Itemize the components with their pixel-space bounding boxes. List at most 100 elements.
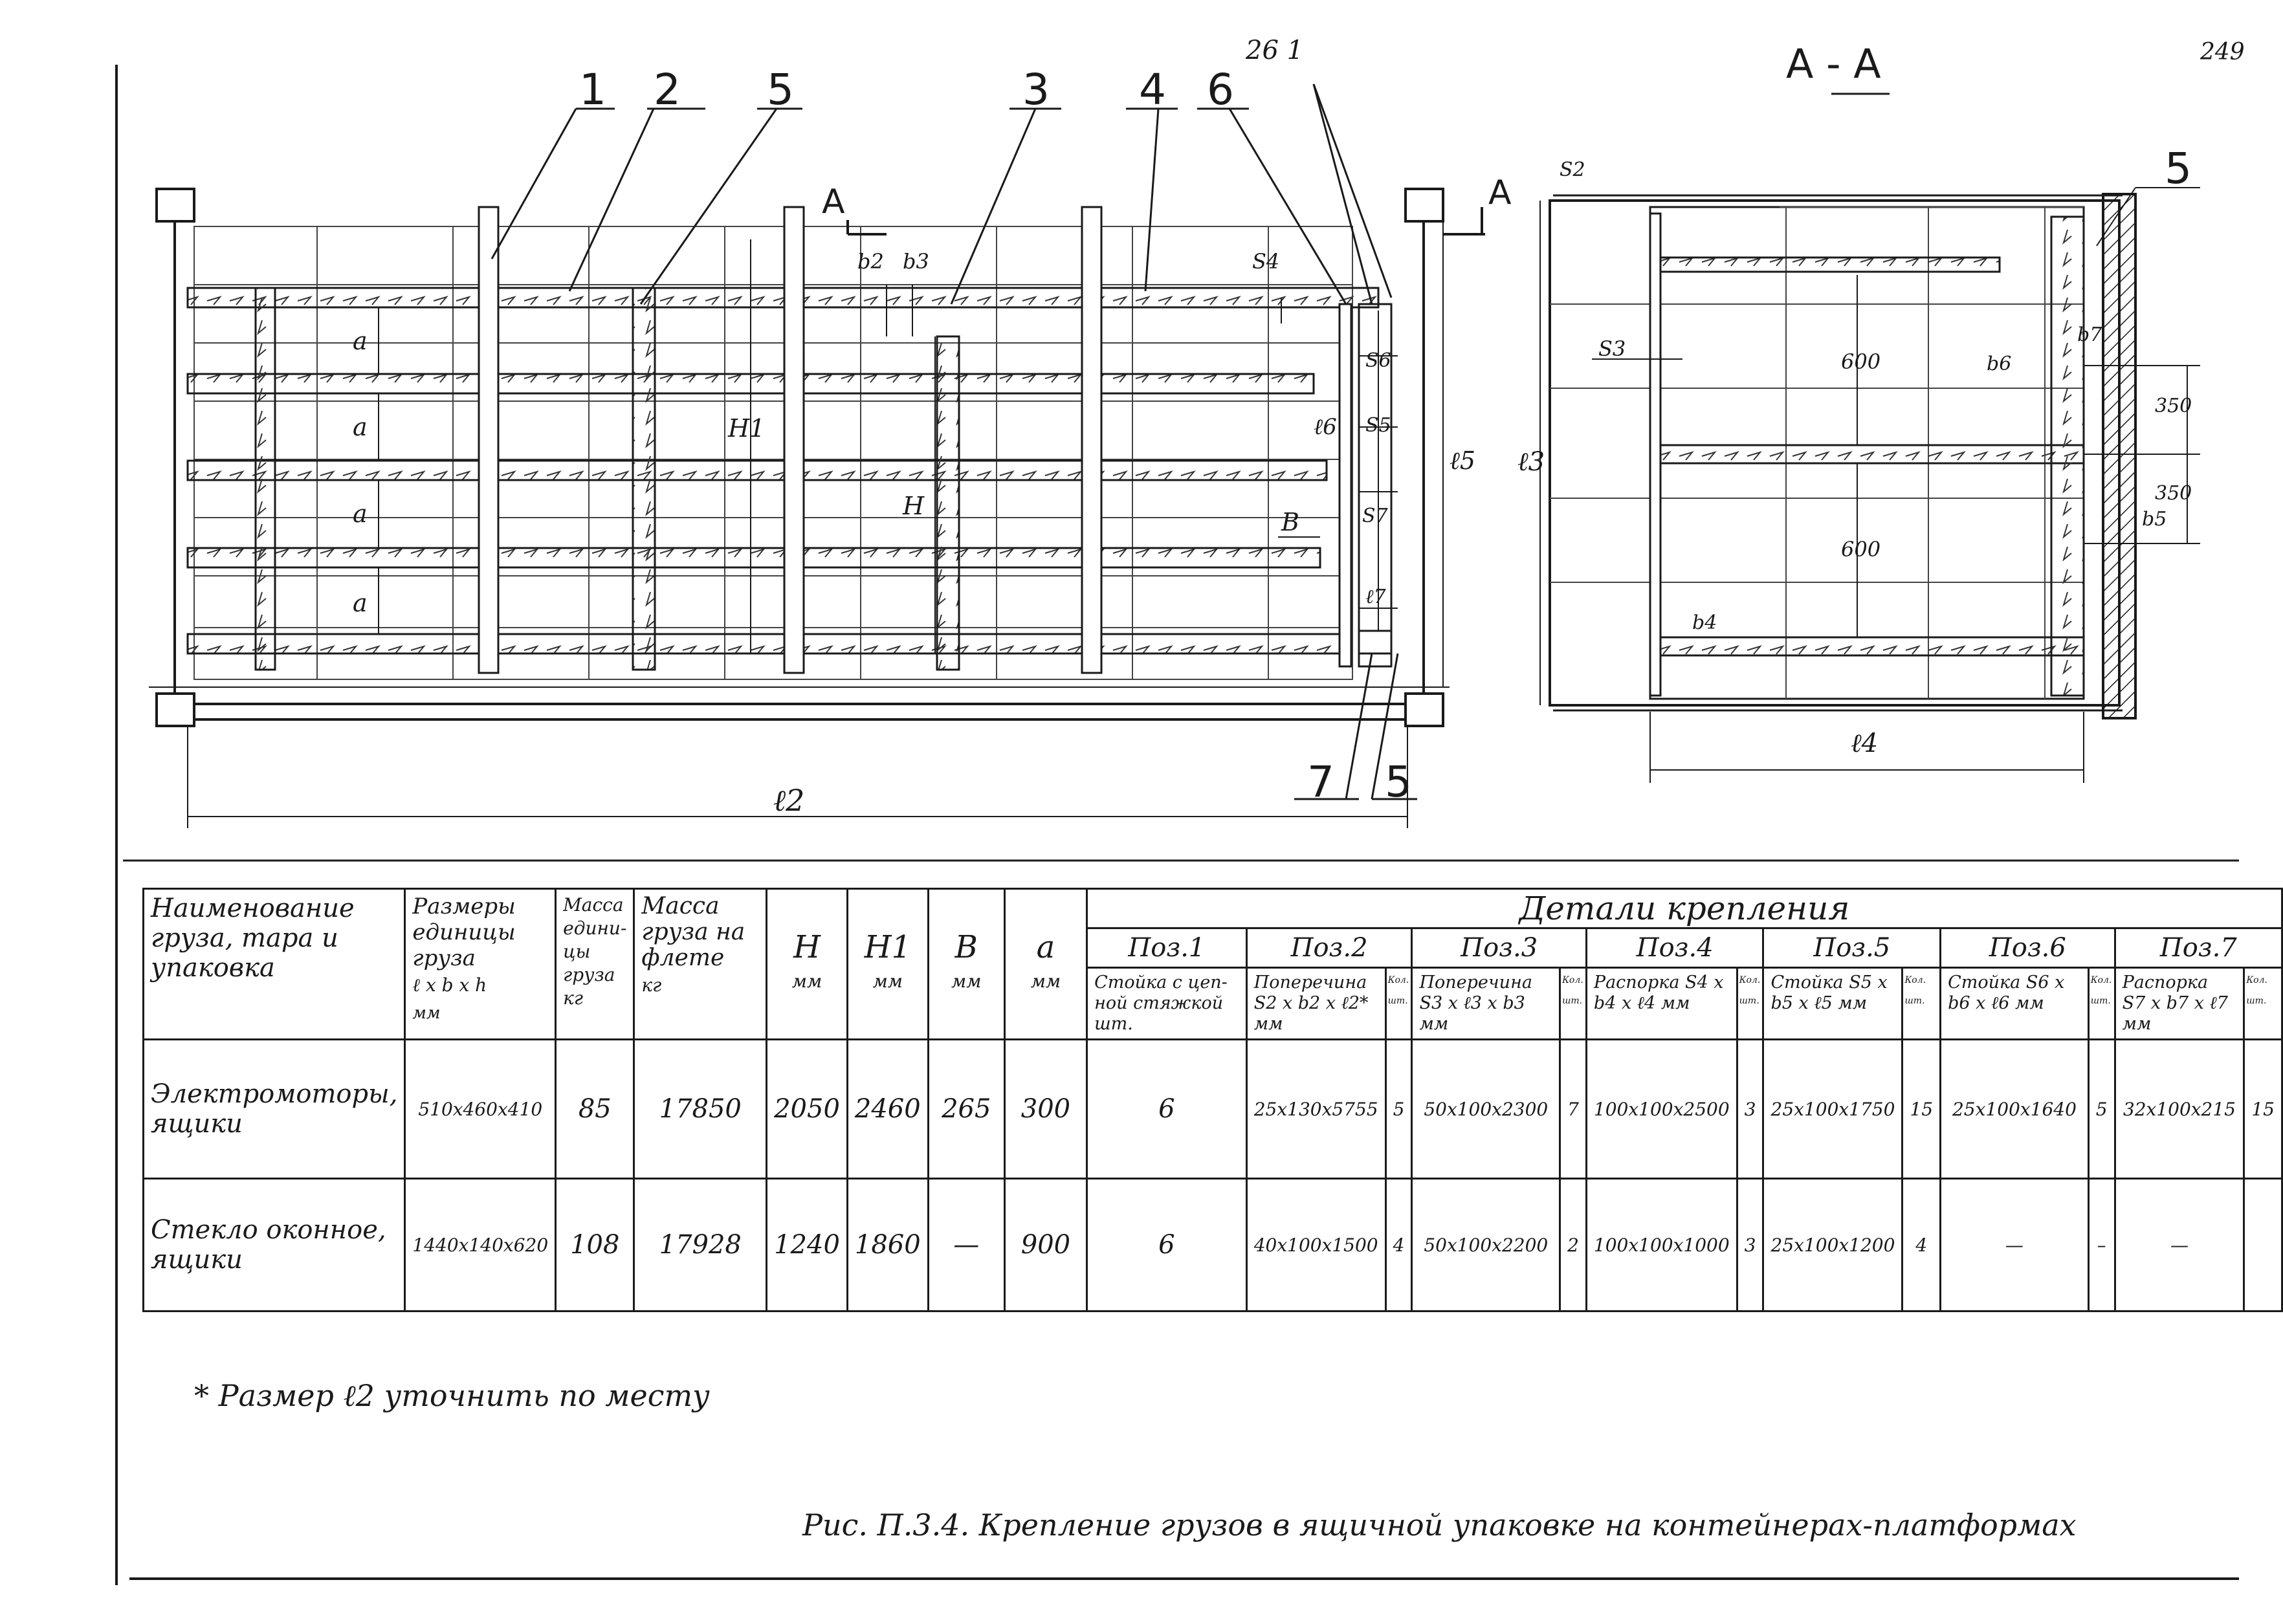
row-mass-flat: 17928 <box>633 1178 768 1312</box>
dim-l4: ℓ4 <box>1851 729 1879 758</box>
dim-a-3: a <box>353 499 368 528</box>
poz3-qty-label: Кол. шт. <box>1559 967 1587 1040</box>
stands <box>254 206 1393 674</box>
poz6-qty-label: Кол. шт. <box>2087 967 2116 1040</box>
col-mass-unit-label: Масса едини-цы груза <box>563 894 627 985</box>
footnote: * Размер ℓ2 уточнить по месту <box>194 1378 710 1413</box>
row-name: Электромоторы, ящики <box>142 1038 406 1180</box>
row-poz7: — <box>2113 1178 2245 1312</box>
poz1-desc: Стойка с цеп-ной стяжкой шт. <box>1086 967 1248 1040</box>
poz7-qty-label: Кол. шт. <box>2243 967 2283 1040</box>
col-a-header: a мм <box>1003 888 1088 1040</box>
col-mass-unit-header: Масса едини-цы груза кг <box>555 888 635 1040</box>
spec-table: Наименование груза, тара и упаковка Разм… <box>142 888 2283 1312</box>
callout-5b: 5 <box>1385 757 1412 807</box>
section-mark-right: A <box>1488 173 1512 212</box>
dimension-lines <box>187 207 1485 828</box>
poz3-desc: Поперечина S3 x ℓ3 x b3 мм <box>1411 967 1561 1040</box>
poz3-header: Поз.3 <box>1411 927 1587 969</box>
col-a-unit: мм <box>1030 970 1061 992</box>
page-number: 249 <box>2200 39 2245 65</box>
dim-l5: ℓ5 <box>1450 446 1476 475</box>
row-poz3: 50x100x2300 <box>1411 1038 1561 1180</box>
callout-7: 7 <box>1307 757 1334 807</box>
dim-s3: S3 <box>1598 336 1626 361</box>
col-dims-label: Размеры единицы груза <box>412 894 516 971</box>
col-H1-label: H1 <box>864 928 911 965</box>
col-B-label: B <box>954 928 978 965</box>
dim-b4: b4 <box>1692 611 1717 634</box>
col-a-label: a <box>1036 928 1055 965</box>
dim-off-upper: 350 <box>2155 395 2192 417</box>
col-H-unit: мм <box>791 970 822 992</box>
row-q6: – <box>2087 1178 2116 1312</box>
row-H: 1240 <box>766 1178 848 1312</box>
front-view <box>149 83 1485 828</box>
dim-s4: S4 <box>1252 249 1280 274</box>
dim-gap-lower: 600 <box>1841 537 1881 562</box>
row-poz7: 32x100x215 <box>2113 1038 2245 1180</box>
dim-l2: ℓ2 <box>773 783 805 818</box>
details-header: Детали крепления <box>1086 888 2283 929</box>
row-poz4: 100x100x1000 <box>1585 1178 1738 1312</box>
figure-caption: Рис. П.3.4. Крепление грузов в ящичной у… <box>802 1508 2077 1542</box>
col-mass-flat-header: Масса груза на флете кг <box>633 888 768 1040</box>
row-dims: 510x460x410 <box>404 1038 557 1180</box>
row-q2: 4 <box>1384 1178 1413 1312</box>
row-q5: 4 <box>1901 1178 1942 1312</box>
col-mass-unit-unit: кг <box>563 987 584 1009</box>
dim-b5: b5 <box>2142 508 2167 531</box>
row-H1: 1860 <box>846 1178 929 1312</box>
dim-s2: S2 <box>1560 159 1585 181</box>
col-dims-unit: мм <box>412 1004 441 1023</box>
dim-H1: H1 <box>728 414 766 443</box>
row-q7: 15 <box>2243 1038 2283 1180</box>
section-callout-5: 5 <box>2165 144 2192 193</box>
row-q7 <box>2243 1178 2283 1312</box>
row-H1: 2460 <box>846 1038 929 1180</box>
poz2-qty-label: Кол. шт. <box>1384 967 1413 1040</box>
section-title: А - А <box>1786 40 1881 87</box>
dim-H: H <box>903 492 925 520</box>
row-name: Стекло оконное, ящики <box>142 1178 406 1312</box>
poz7-desc: Распорка S7 x b7 x ℓ7 мм <box>2113 967 2245 1040</box>
poz4-desc: Распорка S4 x b4 x ℓ4 мм <box>1585 967 1738 1040</box>
row-q3: 7 <box>1559 1038 1587 1180</box>
table-row: Стекло оконное, ящики 1440x140x620 108 1… <box>142 1178 2283 1312</box>
row-q6: 5 <box>2087 1038 2116 1180</box>
row-a: 300 <box>1003 1038 1088 1180</box>
callout-1: 1 <box>579 65 606 115</box>
row-poz2: 25x130x5755 <box>1245 1038 1387 1180</box>
row-poz1: 6 <box>1086 1038 1248 1180</box>
row-poz6: — <box>1939 1178 2090 1312</box>
callout-3: 3 <box>1022 65 1050 115</box>
callout-2: 2 <box>654 65 681 115</box>
dim-a-4: a <box>353 589 368 617</box>
row-poz4: 100x100x2500 <box>1585 1038 1738 1180</box>
poz1-header: Поз.1 <box>1086 927 1248 969</box>
callout-5: 5 <box>767 65 794 115</box>
row-q3: 2 <box>1559 1178 1587 1312</box>
dim-b2: b2 <box>857 249 884 274</box>
poz4-header: Поз.4 <box>1585 927 1765 969</box>
poz2-header: Поз.2 <box>1245 927 1413 969</box>
poz2-desc: Поперечина S2 x b2 x ℓ2* мм <box>1245 967 1387 1040</box>
poz7-header: Поз.7 <box>2113 927 2283 969</box>
row-q2: 5 <box>1384 1038 1413 1180</box>
top-mark: 26 1 <box>1246 36 1304 65</box>
row-poz5: 25x100x1200 <box>1762 1178 1904 1312</box>
leader-lines <box>491 83 1417 800</box>
dim-gap-upper: 600 <box>1841 349 1881 374</box>
poz5-desc: Стойка S5 x b5 x ℓ5 мм <box>1762 967 1904 1040</box>
row-poz3: 50x100x2200 <box>1411 1178 1561 1312</box>
col-name-header: Наименование груза, тара и упаковка <box>142 888 406 1040</box>
row-poz1: 6 <box>1086 1178 1248 1312</box>
dim-a-1: a <box>353 327 368 355</box>
callout-4: 4 <box>1139 65 1166 115</box>
callout-6: 6 <box>1207 65 1234 115</box>
dim-l3: ℓ3 <box>1517 447 1545 477</box>
poz4-qty-label: Кол. шт. <box>1736 967 1765 1040</box>
